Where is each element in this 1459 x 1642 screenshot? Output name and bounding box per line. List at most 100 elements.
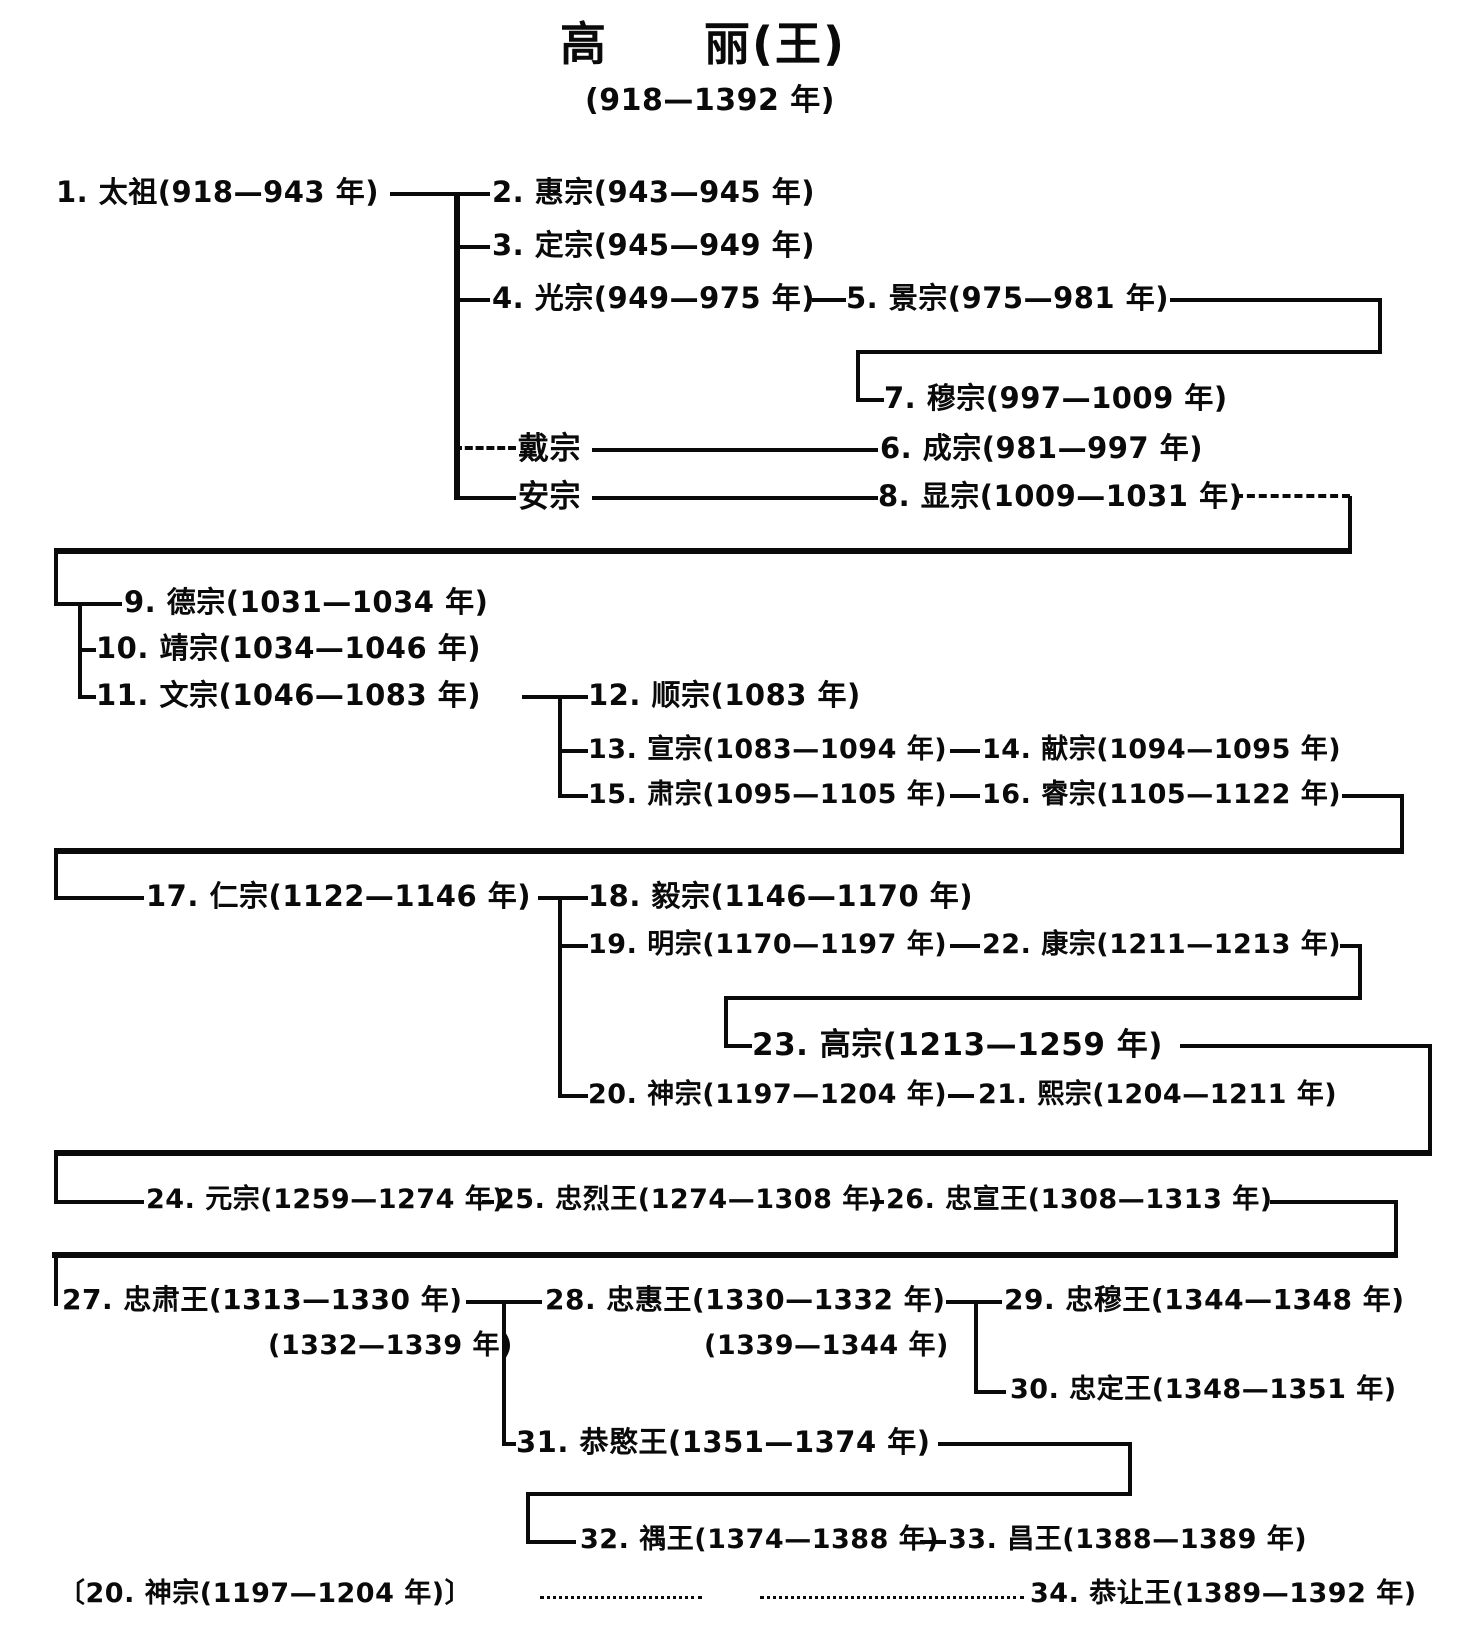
node-daizong: 戴宗 — [518, 431, 581, 467]
node-27-zhongsu: 27. 忠肃王(1313—1330 年) — [62, 1283, 463, 1316]
node-20-shenzong: 20. 神宗(1197—1204 年) — [588, 1079, 948, 1110]
connector-line — [558, 1094, 588, 1098]
node-13-xuanzong: 13. 宣宗(1083—1094 年) — [588, 734, 948, 765]
connector-line — [558, 944, 588, 948]
node-anzong: 安宗 — [518, 479, 581, 515]
connector-line — [454, 496, 516, 500]
node-30-zhongding: 30. 忠定王(1348—1351 年) — [1010, 1374, 1397, 1405]
connector-line — [538, 896, 562, 900]
connector-line — [938, 1442, 1132, 1446]
connector-line — [558, 695, 588, 699]
node-32-yuwang: 32. 禑王(1374—1388 年) — [580, 1524, 940, 1555]
connector-line — [724, 996, 728, 1048]
connector-trunk-taejo — [454, 192, 460, 500]
connector-line — [1342, 794, 1404, 798]
connector-line — [502, 1300, 506, 1446]
connector-line — [1428, 1044, 1432, 1154]
connector-line — [950, 794, 980, 798]
node-10-jingzong: 10. 靖宗(1034—1046 年) — [96, 631, 481, 665]
node-24-yuanzong: 24. 元宗(1259—1274 年) — [146, 1184, 506, 1215]
connector-line — [526, 1492, 1132, 1496]
connector-line — [870, 1200, 884, 1204]
node-11-wenzong: 11. 文宗(1046—1083 年) — [96, 678, 481, 712]
connector-line — [54, 1150, 58, 1204]
connector-line — [1378, 298, 1382, 354]
node-29-zhongmu: 29. 忠穆王(1344—1348 年) — [1004, 1283, 1405, 1316]
connector-line — [522, 695, 562, 699]
connector-dotted-line — [760, 1596, 1024, 1599]
connector-line — [974, 1300, 978, 1394]
connector-line — [1394, 1200, 1398, 1258]
node-3-dingzong: 3. 定宗(945—949 年) — [492, 228, 815, 262]
connector-line — [1348, 496, 1352, 552]
connector-line — [54, 602, 122, 606]
chart-title: 高 丽(王) — [560, 17, 847, 71]
node-12-shunzong: 12. 顺宗(1083 年) — [588, 678, 861, 712]
node-9-dezong: 9. 德宗(1031—1034 年) — [124, 585, 489, 619]
connector-line — [558, 749, 588, 753]
connector-line — [812, 298, 846, 302]
connector-wrap-line-4 — [52, 1252, 1398, 1258]
node-33-changwang: 33. 昌王(1388—1389 年) — [948, 1524, 1308, 1555]
node-31-gongmin: 31. 恭愍王(1351—1374 年) — [516, 1425, 931, 1459]
connector-line — [482, 1200, 494, 1204]
connector-line — [54, 848, 58, 900]
node-15-suzong: 15. 肃宗(1095—1105 年) — [588, 779, 948, 810]
chart-subtitle: (918—1392 年) — [585, 83, 835, 118]
connector-line — [592, 448, 878, 452]
node-34-gongrang: 34. 恭让王(1389—1392 年) — [1030, 1578, 1417, 1609]
connector-line — [78, 695, 96, 699]
connector-line — [856, 350, 1382, 354]
node-17-renzong: 17. 仁宗(1122—1146 年) — [146, 879, 531, 913]
node-28-zhonghui: 28. 忠惠王(1330—1332 年) — [545, 1283, 946, 1316]
node-18-yizong: 18. 毅宗(1146—1170 年) — [588, 879, 973, 913]
node-27-second-reign: (1332—1339 年) — [268, 1330, 513, 1361]
connector-line — [558, 896, 562, 1098]
connector-line-dashed — [454, 446, 516, 450]
connector-line — [724, 996, 1360, 1000]
connector-line — [54, 896, 144, 900]
connector-line — [950, 749, 980, 753]
node-1-taizu: 1. 太祖(918—943 年) — [56, 175, 379, 209]
connector-line — [1358, 944, 1362, 1000]
connector-line — [526, 1540, 576, 1544]
node-28-second-reign: (1339—1344 年) — [704, 1330, 949, 1361]
node-26-zhongxuan: 26. 忠宣王(1308—1313 年) — [886, 1184, 1273, 1215]
connector-line — [454, 245, 490, 249]
connector-wrap-line-3 — [54, 1150, 1432, 1156]
node-2-huizong: 2. 惠宗(943—945 年) — [492, 175, 815, 209]
connector-line — [592, 496, 878, 500]
connector-line — [78, 648, 96, 652]
connector-line — [950, 944, 980, 948]
node-16-ruizong: 16. 睿宗(1105—1122 年) — [982, 779, 1342, 810]
connector-line — [54, 548, 58, 606]
connector-line — [724, 1044, 752, 1048]
connector-dotted-line — [540, 1596, 702, 1599]
node-6-chengzong: 6. 成宗(981—997 年) — [880, 431, 1203, 465]
connector-line — [54, 1252, 58, 1306]
node-23-gaozong: 23. 高宗(1213—1259 年) — [752, 1027, 1163, 1063]
connector-line-dashed — [1235, 494, 1350, 498]
connector-line — [54, 1200, 144, 1204]
node-7-muzong: 7. 穆宗(997—1009 年) — [884, 381, 1228, 415]
node-22-kangzong: 22. 康宗(1211—1213 年) — [982, 929, 1342, 960]
connector-line — [390, 192, 490, 196]
connector-line — [856, 350, 860, 402]
connector-line — [974, 1390, 1006, 1394]
node-19-mingzong: 19. 明宗(1170—1197 年) — [588, 929, 948, 960]
connector-line — [948, 1094, 974, 1098]
node-14-xianzong: 14. 献宗(1094—1095 年) — [982, 734, 1342, 765]
node-5-jingzong: 5. 景宗(975—981 年) — [846, 281, 1169, 315]
connector-wrap-line-2 — [54, 848, 1404, 854]
connector-line — [558, 794, 588, 798]
connector-line — [1270, 1200, 1398, 1204]
connector-line — [856, 398, 884, 402]
node-20-shenzong-ref: 〔20. 神宗(1197—1204 年)〕 — [58, 1578, 473, 1609]
node-21-xizong: 21. 熙宗(1204—1211 年) — [978, 1079, 1338, 1110]
connector-line — [526, 1492, 530, 1544]
connector-line — [502, 1442, 516, 1446]
connector-line — [1340, 944, 1362, 948]
connector-line — [558, 896, 588, 900]
node-4-guangzong: 4. 光宗(949—975 年) — [492, 281, 815, 315]
